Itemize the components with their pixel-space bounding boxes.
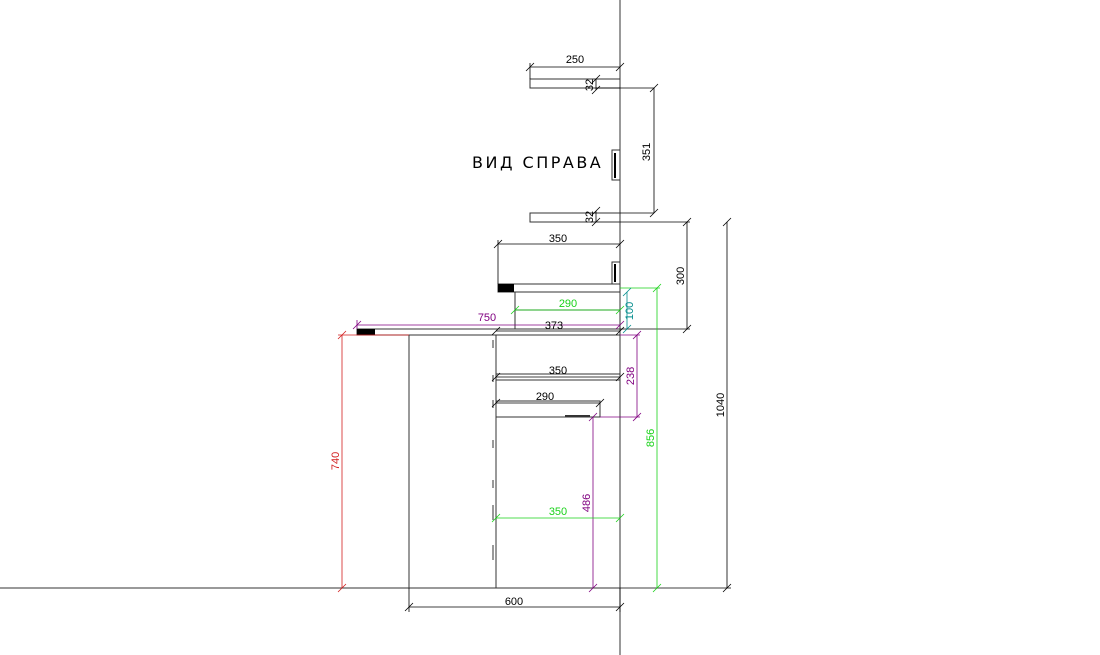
dim-tick [591,206,601,227]
dim-label-shelf-depth: 250 [566,54,584,66]
dim-tick [352,320,625,330]
lower-shelf [529,212,621,223]
upper-shelf [529,78,621,89]
dim-tick [491,513,625,523]
upper-module-edge [498,284,514,292]
dim-tick [491,326,625,336]
dim-label-drawer-depth-bottom: 290 [536,391,554,403]
dim-label-shelf-thickness-top: 32 [584,79,596,91]
dim-tick [491,398,605,408]
dim-tick [622,287,632,334]
dim-tick [525,62,625,72]
dim-label-shelf-thickness-bottom: 32 [584,211,596,223]
dim-label-upper-inner-depth: 290 [559,298,577,310]
view-title: ВИД СПРАВА [472,153,603,172]
base-cabinet [408,334,621,589]
worktop-edge [357,329,375,335]
drawer-lower-front [495,400,601,418]
dim-tick [588,412,598,593]
worktop [356,328,621,336]
dim-label-drawer-height: 238 [625,367,637,385]
dim-tick [510,305,625,315]
dim-label-drawer-depth-top: 350 [549,365,567,377]
upper-module-top [497,283,621,293]
dim-tick [491,372,625,382]
drawing-structure [0,0,621,655]
dim-label-cabinet-height: 856 [645,429,657,447]
dim-tick [337,330,347,593]
dim-label-hob-depth: 350 [549,233,567,245]
dim-label-worktop-overhang: 750 [478,312,496,324]
dim-label-base-door-height: 486 [581,494,593,512]
drawing-labels: ВИД СПРАВА 250 32 351 32 350 300 290 100… [330,54,727,608]
dim-label-upper-inner-height: 100 [624,302,636,320]
dim-label-cabinet-depth: 600 [505,596,523,608]
shelf-bracket [611,149,621,181]
dim-label-worktop-inner: 373 [545,320,563,332]
dim-label-base-inner-depth: 350 [549,506,567,518]
dim-tick [652,283,662,593]
dim-tick [591,74,601,95]
dim-label-total-height: 1040 [715,393,727,417]
dimension-lines [337,62,732,612]
dim-label-upper-height: 300 [675,267,687,285]
dim-label-table-height: 740 [330,452,342,470]
dim-tick [404,602,625,612]
dim-tick [493,239,625,249]
dim-label-shelf-gap: 351 [641,143,653,161]
